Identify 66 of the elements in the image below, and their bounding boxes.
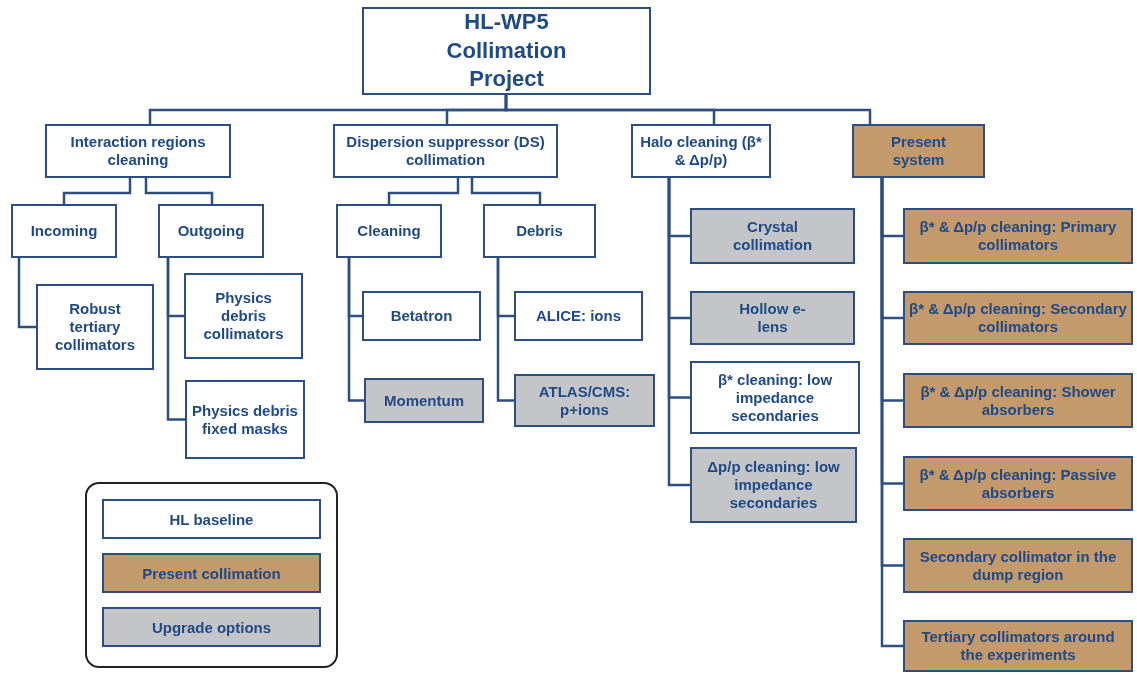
legend-swatch: HL baseline <box>102 499 321 539</box>
baseline-box <box>362 7 651 95</box>
node-label: Debris <box>516 222 563 240</box>
node-label: Secondary collimator in the dump region <box>918 547 1118 584</box>
node-label: Present system <box>890 133 947 169</box>
node-label: Physics debris collimators <box>202 289 285 343</box>
connector-line <box>347 258 364 402</box>
upgrade-option-box <box>690 447 857 523</box>
baseline-box <box>336 204 442 258</box>
node-label: Δp/p cleaning: low impedance secondaries <box>706 458 841 512</box>
upgrade-option-box <box>514 374 655 427</box>
upgrade-option-box <box>364 378 484 423</box>
node-label: HL-WP5 Collimation Project <box>445 8 568 94</box>
present-system-box <box>903 208 1133 264</box>
baseline-box <box>184 273 303 359</box>
connector-line <box>880 178 903 648</box>
baseline-box <box>333 124 558 178</box>
node-label: Cleaning <box>357 222 421 240</box>
connector-line <box>470 178 542 204</box>
connector-line <box>496 258 514 402</box>
node-label: β* & Δp/p cleaning: Shower absorbers <box>919 382 1117 419</box>
node-label: Crystal collimation <box>731 218 814 254</box>
baseline-box <box>362 291 481 341</box>
upgrade-option-box <box>690 291 855 345</box>
baseline-box <box>483 204 596 258</box>
legend-swatch: Upgrade options <box>102 607 321 647</box>
node-label: Momentum <box>384 391 464 410</box>
connector-line <box>62 178 132 204</box>
node-label: Outgoing <box>177 222 245 240</box>
connector-line <box>144 178 214 204</box>
present-system-box <box>903 373 1133 428</box>
node-label: β* & Δp/p cleaning: Secondary collimators <box>909 300 1127 336</box>
node-label: Interaction regions cleaning <box>69 133 207 169</box>
node-label: Hollow e-lens <box>738 300 807 336</box>
baseline-box <box>185 380 305 459</box>
baseline-box <box>11 204 117 258</box>
baseline-box <box>514 291 643 341</box>
baseline-box <box>690 361 860 434</box>
node-label: Incoming <box>30 222 98 240</box>
baseline-box <box>158 204 264 258</box>
present-system-box <box>852 124 985 178</box>
node-label: ATLAS/CMS: p+ions <box>537 382 632 419</box>
present-system-box <box>903 620 1133 672</box>
node-label: Tertiary collimators around the experiments <box>920 628 1116 664</box>
present-system-box <box>903 456 1133 511</box>
connector-line <box>504 95 872 124</box>
legend-swatch: Present collimation <box>102 553 321 593</box>
node-label: ALICE: ions <box>536 307 621 325</box>
present-system-box <box>903 538 1133 593</box>
present-system-box <box>903 291 1133 345</box>
baseline-box <box>631 124 771 178</box>
node-label: β* cleaning: low impedance secondaries <box>716 370 834 425</box>
connector-line <box>17 258 36 329</box>
node-label: β* & Δp/p cleaning: Passive absorbers <box>918 465 1118 502</box>
node-label: Halo cleaning (β* & Δp/p) <box>639 133 763 169</box>
node-label: β* & Δp/p cleaning: Primary collimators <box>918 218 1118 254</box>
baseline-box <box>45 124 231 178</box>
node-label: Robust tertiary collimators <box>54 300 136 354</box>
upgrade-option-box <box>690 208 855 264</box>
baseline-box <box>36 284 154 370</box>
connector-line <box>387 178 460 204</box>
connector-line <box>667 178 690 487</box>
node-label: Dispersion suppressor (DS) collimation <box>345 133 546 169</box>
connector-line <box>166 258 185 421</box>
node-label: Betatron <box>390 307 453 325</box>
node-label: Physics debris fixed masks <box>191 401 299 438</box>
